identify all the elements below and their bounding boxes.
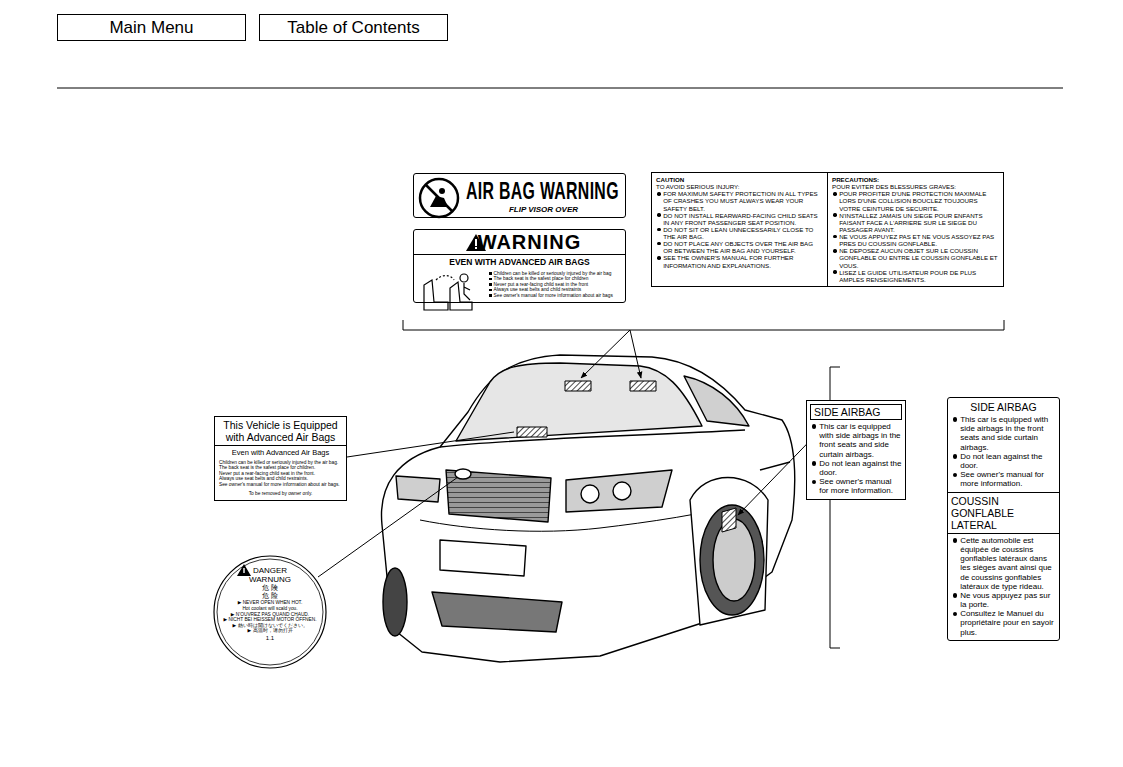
- label-text: SIDE AIRBAG: [810, 404, 902, 420]
- bullet-text: DO NOT INSTALL REARWARD-FACING CHILD SEA…: [656, 212, 823, 226]
- label-text: See owner's manual for more information …: [215, 482, 346, 488]
- leader-lines: [347, 432, 514, 457]
- bullet-text: Do not lean against the door.: [810, 459, 902, 477]
- car: [684, 376, 749, 426]
- label-text: Always use seat belts and child restrain…: [215, 476, 346, 482]
- hood-label: This Vehicle is Equipped with Advanced A…: [214, 416, 347, 501]
- label-text: This Vehicle is Equipped with Advanced A…: [215, 417, 346, 446]
- car: [517, 427, 547, 437]
- page-rule: [57, 88, 1063, 89]
- car: [722, 508, 736, 532]
- car: [432, 592, 562, 632]
- warning-label: WARNING EVEN WITH ADVANCED AIR BAGS Childr…: [413, 229, 626, 303]
- label-text: Never put a rear-facing child seat in th…: [215, 471, 346, 477]
- car: [700, 505, 764, 615]
- car: [381, 355, 794, 662]
- nav-button: Table of Contents: [259, 14, 448, 41]
- bullet-text: Cette automobile est équipée de coussins…: [951, 536, 1056, 591]
- bullet-text: Children can be killed or seriously inju…: [488, 271, 621, 277]
- label-text: The back seat is the safest place for ch…: [215, 465, 346, 471]
- label-text: ▶ 熱い時は開けないでください。: [213, 623, 327, 629]
- label-text: 危 険: [213, 584, 327, 592]
- label-text: TO AVOID SERIOUS INJURY:: [656, 183, 823, 190]
- bullet-text: Consultez le Manuel du propriétaire pour…: [951, 609, 1056, 637]
- bullet-text: NE DEPOSEZ AUCUN OBJET SUR LE COUSSIN GO…: [832, 247, 999, 268]
- bullet-text: See owner's manual for more information.: [810, 477, 902, 495]
- bullet-text: N'INSTALLEZ JAMAIS UN SIEGE POUR ENFANTS…: [832, 212, 999, 233]
- car: [690, 478, 768, 626]
- label-text: ▶ N'OUVREZ PAS QUAND CHAUD.: [213, 612, 327, 618]
- label-text: Children can be killed or seriously inju…: [215, 460, 346, 466]
- label-text: WARNUNG: [213, 575, 327, 584]
- car: [566, 470, 672, 512]
- label-text: EVEN WITH ADVANCED AIR BAGS: [418, 258, 621, 268]
- car: [446, 470, 551, 522]
- label-column: PRECAUTIONS:POUR EVITER DES BLESSURES GR…: [827, 173, 1003, 286]
- bullet-text: POUR PROFITER D'UNE PROTECTION MAXIMALE …: [832, 190, 999, 211]
- label-text: ▶ NEVER OPEN WHEN HOT.: [213, 600, 327, 606]
- leader-lines: [630, 330, 641, 378]
- label-text: FLIP VISOR OVER: [466, 205, 621, 214]
- radiator-cap-label: DANGERWARNUNG危 険危 险▶ NEVER OPEN WHEN HOT…: [213, 555, 327, 669]
- caution-label: CAUTIONTO AVOID SERIOUS INJURY:FOR MAXIM…: [651, 172, 1004, 287]
- bullet-text: Do not lean against the door.: [951, 452, 1056, 470]
- nav-button: Main Menu: [57, 14, 246, 41]
- label-text: Hot coolant will scald you.: [213, 606, 327, 612]
- car: [456, 363, 702, 441]
- label-text: DANGER: [213, 566, 327, 575]
- label-text: COUSSIN GONFLABLE LATERAL: [948, 492, 1059, 534]
- label-text: POUR EVITER DES BLESSURES GRAVES:: [832, 183, 999, 190]
- leader-lines: [403, 320, 1004, 330]
- car: [713, 519, 755, 601]
- bullet-text: The back seat is the safest place for ch…: [488, 276, 621, 282]
- bullet-text: DO NOT PLACE ANY OBJECTS OVER THE AIR BA…: [656, 240, 823, 254]
- label-text: To be removed by owner only.: [215, 491, 346, 497]
- bullet-text: FOR MAXIMUM SAFETY PROTECTION IN ALL TYP…: [656, 190, 823, 211]
- car: [440, 540, 526, 576]
- car: [581, 485, 599, 503]
- car: [630, 381, 656, 391]
- side-airbag-label: SIDE AIRBAG This car is equipped with sid…: [806, 400, 906, 500]
- car: [440, 430, 745, 447]
- leader-lines: [581, 330, 630, 378]
- bullet-text: DO NOT SIT OR LEAN UNNECESSARILY CLOSE T…: [656, 226, 823, 240]
- label-text: WARNING: [414, 231, 625, 255]
- label-text: SIDE AIRBAG: [951, 401, 1056, 413]
- label-column: CAUTIONTO AVOID SERIOUS INJURY:FOR MAXIM…: [652, 173, 827, 286]
- bullet-text: LISEZ LE GUIDE UTILISATEUR POUR DE PLUS …: [832, 269, 999, 283]
- bullet-text: Never put a rear-facing child seat in th…: [488, 282, 621, 288]
- car: [396, 476, 440, 502]
- car: [565, 381, 591, 391]
- label-text: ▶ NICHT BEI HEISSEM MOTOR ÖFFNEN.: [213, 617, 327, 623]
- bullet-text: See owner's manual for more information …: [488, 293, 621, 299]
- label-text: AIR BAG WARNING: [466, 177, 619, 205]
- bullet-text: This car is equipped with side airbags i…: [810, 422, 902, 459]
- car: [381, 355, 794, 662]
- label-text: 危 险: [213, 592, 327, 600]
- label-text: 1.1: [213, 635, 327, 642]
- visor-label: AIR BAG WARNINGFLIP VISOR OVER: [413, 173, 626, 218]
- bullet-text: See owner's manual for more information.: [951, 470, 1056, 488]
- bullet-text: NE VOUS APPUYEZ PAS ET NE VOUS ASSOYEZ P…: [832, 233, 999, 247]
- leader-lines: [318, 320, 1004, 648]
- label-text: Even with Advanced Air Bags: [215, 449, 346, 458]
- bullet-text: This car is equipped with side airbags i…: [951, 415, 1056, 452]
- label-text: Table of Contents: [287, 18, 419, 38]
- bullet-text: SEE THE OWNER'S MANUAL FOR FURTHER INFOR…: [656, 254, 823, 268]
- label-text: Main Menu: [109, 18, 193, 38]
- label-text: ▶ 高温时，请勿打开: [213, 628, 327, 634]
- car: [613, 482, 631, 500]
- car: [383, 568, 407, 636]
- bullet-text: Ne vous appuyez pas sur la porte.: [951, 591, 1056, 609]
- side-airbag-label-bilingual: SIDE AIRBAG This car is equipped with sid…: [947, 397, 1060, 641]
- label-text: CAUTION: [656, 176, 823, 183]
- label-text: PRECAUTIONS:: [832, 176, 999, 183]
- bullet-text: Always use seat belts and child restrain…: [488, 287, 621, 293]
